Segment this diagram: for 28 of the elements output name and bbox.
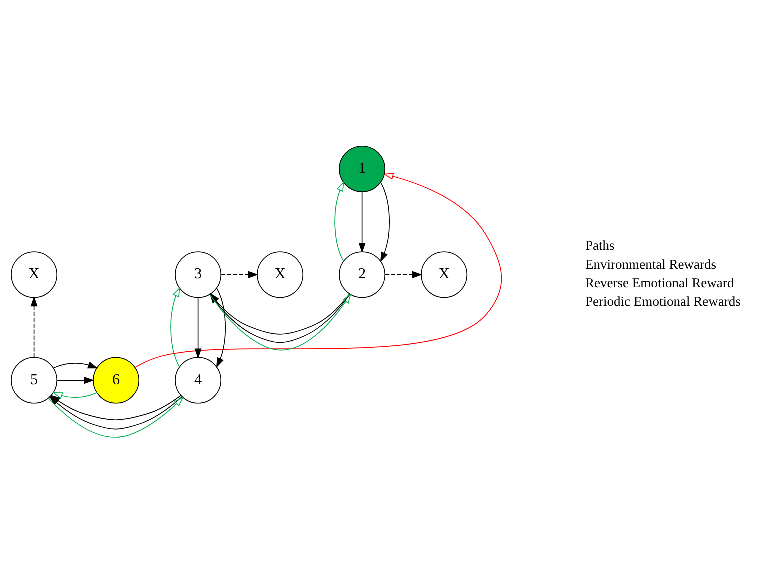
arrow	[216, 288, 226, 368]
legend-label: Environmental Rewards	[586, 256, 717, 272]
node-circle: 5	[11, 357, 58, 404]
legend-label: Periodic Emotional Rewards	[586, 294, 741, 309]
arrow	[194, 297, 202, 359]
arrow	[48, 396, 184, 438]
arrow	[220, 271, 259, 278]
arrow	[52, 392, 98, 400]
arrow	[170, 287, 180, 368]
arrow	[30, 296, 38, 358]
node-circle: 3	[175, 252, 222, 298]
node-circle: X	[421, 252, 468, 298]
arrow	[334, 181, 344, 262]
legend-label: Reverse Emotional Reward	[586, 275, 734, 290]
arrow	[135, 173, 502, 368]
node-circle: 6	[93, 357, 140, 404]
legend-label: Paths	[586, 238, 615, 254]
node-circle: X	[11, 252, 58, 298]
arrow	[49, 396, 183, 430]
node-circle: 4	[175, 357, 222, 404]
node-circle: 2	[339, 252, 386, 298]
arrow	[53, 362, 98, 369]
arrow	[358, 192, 366, 254]
node-circle: 1	[339, 146, 386, 192]
node-circle: X	[257, 252, 304, 298]
arrow	[380, 182, 390, 262]
arrow	[384, 271, 423, 278]
arrow	[56, 377, 95, 384]
